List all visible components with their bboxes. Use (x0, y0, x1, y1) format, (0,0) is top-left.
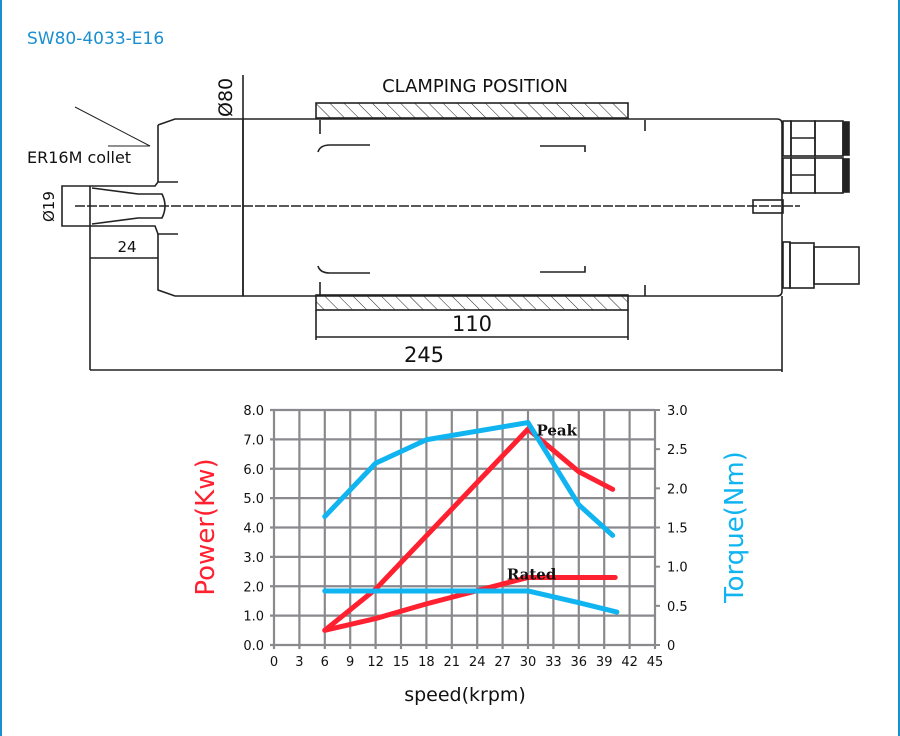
y2-axis-label: Torque(Nm) (720, 451, 750, 604)
chart-series (322, 420, 620, 633)
x-tick-label: 27 (494, 655, 511, 670)
y-tick-label: 5.0 (243, 492, 264, 507)
dim-diameter-body: Ø80 (215, 78, 237, 117)
y2-tick-label: 0.5 (667, 600, 688, 615)
y2-tick-label: 3.0 (667, 404, 688, 419)
x-tick-label: 39 (596, 655, 613, 670)
spindle-body (243, 118, 783, 297)
x-axis-label: speed(krpm) (404, 684, 526, 706)
y2-tick-label: 0 (667, 639, 675, 654)
x-tick-label: 9 (346, 655, 354, 670)
series-peak-power (322, 426, 616, 633)
y2-tick-label: 2.0 (667, 482, 688, 497)
annotation-peak: Peak (536, 422, 577, 440)
y2-tick-label: 1.0 (667, 561, 688, 576)
y-tick-label: 4.0 (243, 522, 264, 537)
series-rated-power (322, 574, 618, 633)
series-rated-torque (322, 588, 620, 615)
x-tick-label: 21 (444, 655, 461, 670)
chart-grid (270, 408, 660, 649)
x-tick-label: 12 (367, 655, 384, 670)
x-tick-label: 3 (295, 655, 303, 670)
y2-tick-label: 1.5 (667, 522, 688, 537)
annotation-rated: Rated (507, 566, 557, 584)
y2-tick-label: 2.5 (667, 443, 688, 458)
x-tick-label: 33 (545, 655, 562, 670)
model-title: SW80-4033-E16 (27, 29, 165, 49)
y-tick-label: 2.0 (243, 580, 264, 595)
x-tick-label: 18 (418, 655, 435, 670)
dim-24: 24 (117, 238, 136, 256)
y-tick-label: 7.0 (243, 433, 264, 448)
dim-245: 245 (404, 343, 444, 367)
x-tick-label: 0 (270, 655, 278, 670)
y-tick-label: 3.0 (243, 551, 264, 566)
x-tick-label: 36 (571, 655, 588, 670)
x-tick-label: 42 (621, 655, 638, 670)
collet-dim (61, 185, 91, 370)
collet-label: ER16M collet (27, 148, 131, 167)
y-axis-label: Power(Kw) (191, 458, 221, 595)
x-tick-label: 45 (647, 655, 664, 670)
x-tick-label: 15 (393, 655, 410, 670)
dim-diameter-collet: Ø19 (40, 191, 58, 222)
x-tick-label: 24 (469, 655, 486, 670)
y-tick-label: 1.0 (243, 610, 264, 625)
y-tick-label: 0.0 (243, 639, 264, 654)
clamping-position-label: CLAMPING POSITION (382, 76, 568, 97)
dim-110: 110 (452, 312, 492, 336)
x-tick-label: 30 (520, 655, 537, 670)
y-tick-label: 8.0 (243, 404, 264, 419)
series-peak-torque (322, 420, 616, 538)
x-tick-label: 6 (321, 655, 329, 670)
y-tick-label: 6.0 (243, 463, 264, 478)
